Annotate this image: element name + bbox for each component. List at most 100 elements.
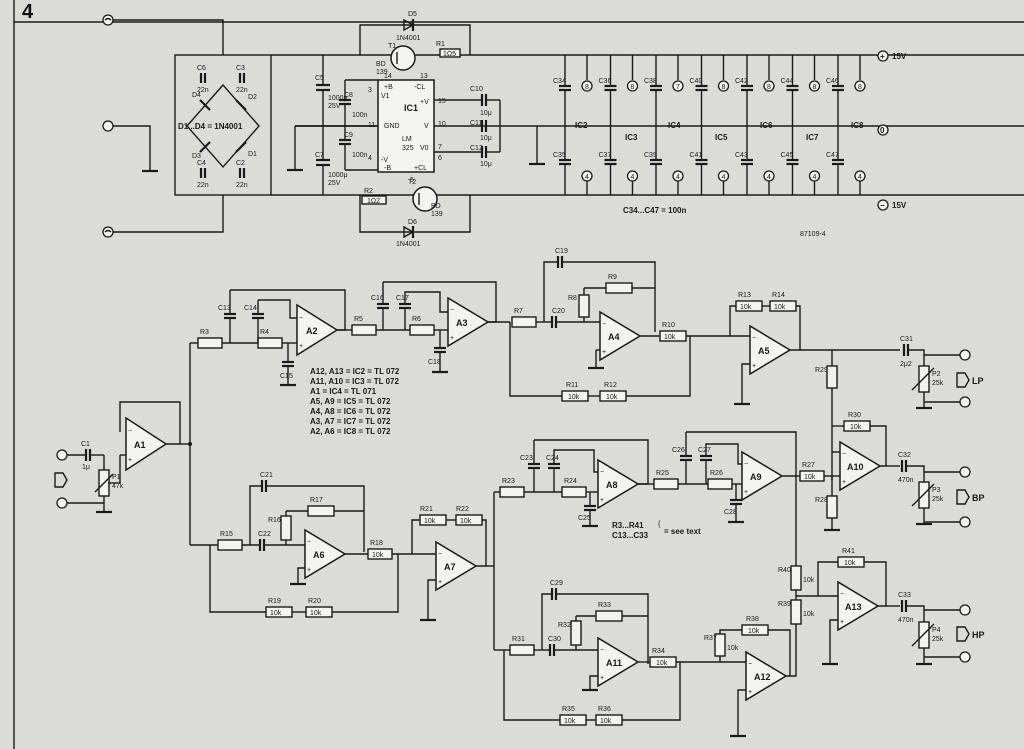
svg-text:C13...C33: C13...C33 — [612, 531, 649, 540]
ac-input-2[interactable] — [102, 226, 114, 238]
pin-number: 8 — [767, 84, 771, 91]
svg-text:D4: D4 — [192, 92, 201, 99]
svg-text:+: + — [840, 619, 844, 626]
decoupling-cap-label: C40 — [690, 78, 703, 85]
bp-arrow — [956, 489, 970, 505]
svg-text:7: 7 — [438, 144, 442, 151]
pin-number: 4 — [585, 174, 589, 181]
resistor-r31 — [509, 644, 535, 656]
pin-number: 8 — [585, 84, 589, 91]
ic1-label: IC1 — [404, 103, 418, 113]
svg-text:R14: R14 — [772, 292, 785, 299]
svg-text:−: − — [128, 428, 132, 435]
svg-text:R5: R5 — [354, 316, 363, 323]
svg-text:R10: R10 — [662, 322, 675, 329]
svg-text:P4: P4 — [932, 627, 941, 634]
svg-text:100n: 100n — [352, 112, 368, 119]
svg-text:22n: 22n — [236, 87, 248, 94]
svg-text:BD: BD — [431, 203, 441, 210]
pin-number: 4 — [858, 174, 862, 181]
output-lp-ground[interactable] — [959, 396, 971, 408]
svg-text:C27: C27 — [698, 447, 711, 454]
svg-text:1N4001: 1N4001 — [396, 241, 421, 248]
svg-text:R3...R41: R3...R41 — [612, 521, 644, 530]
svg-text:−: − — [748, 661, 752, 668]
decoupling-cap-label: C39 — [644, 152, 657, 159]
resistor-r40 — [790, 565, 802, 591]
terminal-pos-15v[interactable] — [877, 50, 889, 62]
svg-text:10k: 10k — [564, 718, 576, 725]
svg-text:+B: +B — [384, 84, 393, 91]
svg-text:C13: C13 — [218, 305, 231, 312]
svg-text:10k: 10k — [804, 474, 816, 481]
svg-text:1Ω2: 1Ω2 — [367, 198, 380, 205]
svg-text:−: − — [600, 469, 604, 476]
ic-supply-pin-bottom — [581, 170, 593, 182]
svg-text:A1 = IC4 = TL 071: A1 = IC4 = TL 071 — [310, 387, 377, 396]
input-terminal-ground[interactable] — [56, 497, 68, 509]
terminal-zero[interactable] — [877, 124, 889, 136]
resistor-r9 — [605, 282, 633, 294]
svg-text:+: + — [600, 675, 604, 682]
ic-supply-pin-bottom — [808, 170, 821, 182]
svg-text:10k: 10k — [372, 552, 384, 559]
svg-text:C25: C25 — [578, 515, 591, 522]
svg-text:A12, A13 = IC2 = TL 072: A12, A13 = IC2 = TL 072 — [310, 367, 400, 376]
resistor-r33 — [595, 610, 623, 622]
svg-text:10k: 10k — [727, 645, 739, 652]
opamp-a7 — [435, 540, 478, 592]
opamp-a8 — [597, 458, 640, 510]
svg-text:10k: 10k — [803, 611, 815, 618]
svg-text:R31: R31 — [512, 636, 525, 643]
svg-text:15: 15 — [438, 98, 446, 105]
svg-text:C24: C24 — [546, 455, 559, 462]
opamp-a6 — [304, 528, 347, 580]
output-bp-terminal[interactable] — [959, 466, 971, 478]
svg-text:R21: R21 — [420, 506, 433, 513]
svg-text:A11, A10 = IC3 = TL 072: A11, A10 = IC3 = TL 072 — [310, 377, 399, 386]
ac-input-1[interactable] — [102, 14, 114, 26]
svg-text:A4, A8 = IC6 = TL 072: A4, A8 = IC6 = TL 072 — [310, 407, 391, 416]
svg-text:470n: 470n — [898, 477, 914, 484]
svg-text:10μ: 10μ — [480, 135, 492, 142]
svg-text:+: + — [450, 335, 454, 342]
svg-text:P1: P1 — [112, 474, 121, 481]
opamp-a2 — [296, 303, 339, 357]
svg-text:V0: V0 — [420, 145, 429, 152]
output-lp-terminal[interactable] — [959, 349, 971, 361]
svg-text:+: + — [752, 363, 756, 370]
svg-text:+: + — [744, 489, 748, 496]
svg-text:C1: C1 — [81, 441, 90, 448]
svg-text:BD: BD — [376, 61, 386, 68]
svg-text:1000μ: 1000μ — [328, 95, 348, 102]
ground-input-terminal[interactable] — [102, 120, 114, 132]
svg-text:14: 14 — [384, 73, 392, 80]
output-bp-ground[interactable] — [959, 516, 971, 528]
svg-text:10k: 10k — [600, 718, 612, 725]
svg-text:C14: C14 — [244, 305, 257, 312]
ic-supply-pin-top — [717, 80, 730, 92]
input-terminal-signal[interactable] — [56, 449, 68, 461]
input-arrow — [54, 472, 68, 488]
output-hp-terminal[interactable] — [959, 604, 971, 616]
resistor-r6 — [409, 324, 435, 336]
pin-number: 8 — [858, 84, 862, 91]
svg-text:D1: D1 — [248, 151, 257, 158]
svg-text:IC4: IC4 — [668, 121, 681, 130]
svg-text:R37: R37 — [704, 635, 717, 642]
svg-text:C10: C10 — [470, 86, 483, 93]
svg-text:10k: 10k — [740, 304, 752, 311]
svg-text:25V: 25V — [328, 180, 341, 187]
svg-text:A1: A1 — [134, 440, 146, 450]
output-hp-ground[interactable] — [959, 651, 971, 663]
opamp-a4 — [599, 310, 642, 362]
svg-text:+: + — [307, 567, 311, 574]
svg-text:+: + — [128, 457, 132, 464]
svg-text:R23: R23 — [502, 478, 515, 485]
ic-supply-pin-top — [763, 80, 775, 92]
svg-text:3: 3 — [368, 87, 372, 94]
wire-d6 — [359, 195, 471, 233]
svg-text:10k: 10k — [803, 577, 815, 584]
terminal-neg-15v[interactable] — [877, 199, 889, 211]
